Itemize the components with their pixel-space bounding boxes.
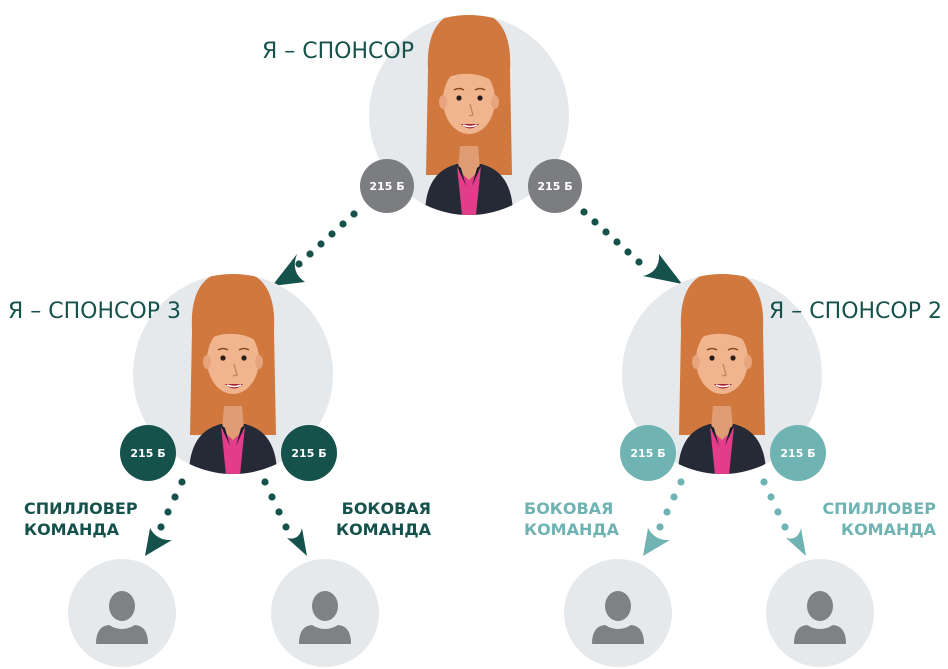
left-team-left-label: СПИЛЛОВЕР КОМАНДА	[24, 499, 138, 539]
top-badge-left: 215 Б	[360, 159, 414, 213]
dotted-arrow-icon	[580, 208, 682, 284]
top-woman-avatar-icon	[424, 15, 514, 215]
right-badge-right-text: 215 Б	[780, 447, 815, 460]
left-team-left-line2: КОМАНДА	[24, 520, 120, 539]
right-team-right-line2: КОМАНДА	[841, 520, 937, 539]
left-badge-left-text: 215 Б	[130, 447, 165, 460]
top-badge-left-text: 215 Б	[369, 180, 404, 193]
left-team-right-line1: БОКОВАЯ	[342, 499, 431, 518]
top-badge-right-text: 215 Б	[537, 180, 572, 193]
left-user-left	[68, 559, 176, 667]
left-woman-avatar-icon	[188, 274, 278, 474]
left-badge-right-text: 215 Б	[291, 447, 326, 460]
right-team-left-line2: КОМАНДА	[524, 520, 620, 539]
left-user-right	[271, 559, 379, 667]
left-team-left-line1: СПИЛЛОВЕР	[24, 499, 138, 518]
dotted-arrow-icon	[760, 478, 806, 556]
right-team-left-line1: БОКОВАЯ	[524, 499, 613, 518]
dotted-arrow-icon	[261, 478, 307, 556]
right-team-right-label: СПИЛЛОВЕР КОМАНДА	[822, 499, 936, 539]
right-user-left	[564, 559, 672, 667]
right-woman-avatar-icon	[677, 274, 767, 474]
right-badge-left-text: 215 Б	[630, 447, 665, 460]
left-team-right-label: БОКОВАЯ КОМАНДА	[336, 499, 432, 539]
right-badge-left: 215 Б	[620, 425, 676, 481]
dotted-arrow-icon	[145, 478, 186, 556]
right-user-right	[766, 559, 874, 667]
dotted-arrow-icon	[272, 210, 358, 286]
left-team-right-line2: КОМАНДА	[336, 520, 432, 539]
top-sponsor-title: Я – СПОНСОР	[262, 39, 414, 64]
dotted-arrow-icon	[643, 478, 685, 556]
right-badge-right: 215 Б	[770, 425, 826, 481]
right-sponsor-title: Я – СПОНСОР 2	[769, 299, 942, 324]
left-sponsor-title: Я – СПОНСОР 3	[8, 299, 181, 324]
top-badge-right: 215 Б	[528, 159, 582, 213]
left-badge-right: 215 Б	[281, 425, 337, 481]
right-team-left-label: БОКОВАЯ КОМАНДА	[524, 499, 620, 539]
right-team-right-line1: СПИЛЛОВЕР	[822, 499, 936, 518]
left-badge-left: 215 Б	[120, 425, 176, 481]
